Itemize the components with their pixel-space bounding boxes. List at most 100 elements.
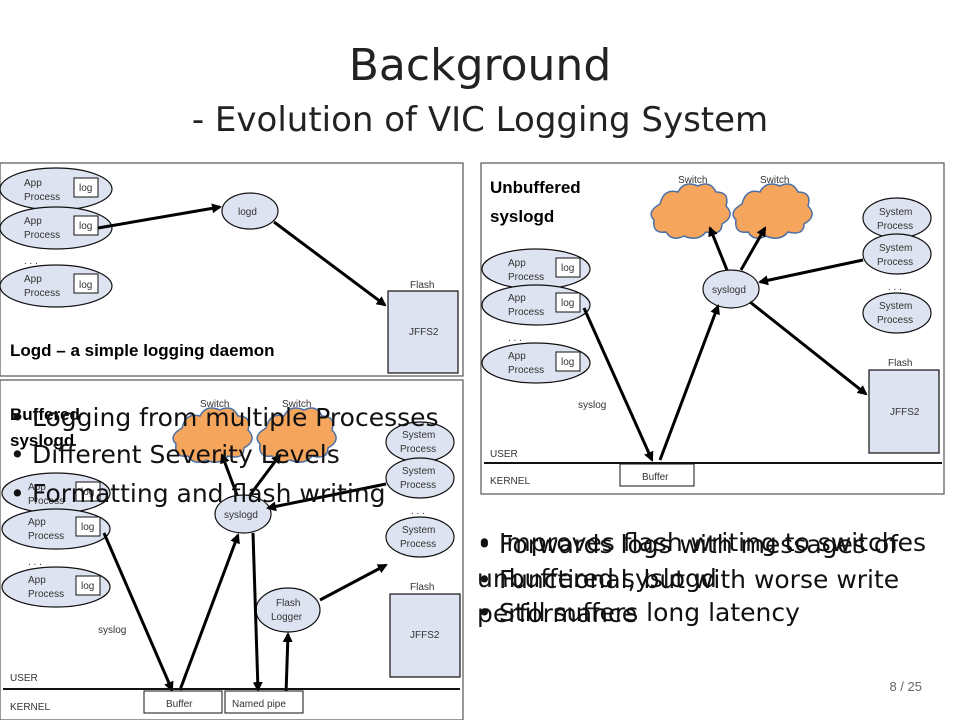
bullet-right-b-1: •Improves flash writing to switches [477,528,926,557]
bullet-right-a-2: •Still suffers long latency [477,598,800,627]
svg-text:log: log [79,183,92,194]
named-pipe-box [224,690,304,714]
svg-text:System: System [402,430,435,441]
svg-text:Switch: Switch [200,399,229,410]
svg-text:Unbuffered: Unbuffered [490,178,581,197]
svg-text:Process: Process [400,444,436,455]
svg-text:Flash: Flash [410,582,434,593]
svg-text:Process: Process [400,539,436,550]
system-process-3: System Process [862,292,932,334]
svg-text:Process: Process [28,531,64,542]
flash-logger-node: Flash Logger [255,587,321,633]
svg-text:. . .: . . . [28,557,42,568]
panel-buffered: Buffered syslogd Switch Switch System Pr… [0,379,464,720]
svg-text:Switch: Switch [282,399,311,410]
switch-cloud-1 [172,407,253,463]
svg-text:Switch: Switch [678,175,707,186]
svg-text:Process: Process [508,307,544,318]
app-process-2: App Process log [0,206,113,250]
app-process-1: App Process log [1,472,111,514]
svg-text:log: log [561,357,574,368]
system-process-1: System Process [385,421,455,463]
bullet-right-a-1: •Forwards logs with messages of unbuffer… [477,530,898,593]
app-process-3: App Process log [1,566,111,608]
svg-text:System: System [879,301,912,312]
page-number: 8 / 25 [889,679,922,694]
system-process-2: System Process [862,233,932,275]
svg-text:. . .: . . . [411,506,425,517]
bullet-right-b-2: •Functional, but with worse write perfor… [477,565,900,628]
svg-text:App: App [24,216,42,227]
panel-unbuffered: Unbuffered syslogd Switch Switch System … [480,162,945,495]
svg-text:App: App [508,293,526,304]
svg-text:Switch: Switch [760,175,789,186]
bullet-left-2: •Different Severity Levels [10,440,340,469]
svg-text:Process: Process [877,315,913,326]
app-process-3: App Process log [481,342,591,384]
svg-text:App: App [28,482,46,493]
svg-text:Buffer: Buffer [166,699,193,710]
svg-text:JFFS2: JFFS2 [409,327,439,338]
bullet-left-3: •Formatting and flash writing [10,479,386,508]
svg-text:log: log [79,221,92,232]
svg-text:System: System [402,525,435,536]
svg-text:Logger: Logger [271,612,303,623]
svg-text:Process: Process [28,589,64,600]
svg-text:KERNEL: KERNEL [10,702,50,713]
svg-text:USER: USER [10,673,38,684]
svg-text:log: log [81,522,94,533]
svg-text:Process: Process [508,365,544,376]
svg-text:Process: Process [877,221,913,232]
dots: . . . [24,256,38,267]
svg-text:. . .: . . . [888,282,902,293]
jffs2-box [868,369,940,454]
svg-text:App: App [508,351,526,362]
svg-text:syslogd: syslogd [10,431,74,450]
syslogd-node: syslogd [702,269,760,309]
slide-title: Background [348,40,612,91]
syslogd-node: syslogd [214,494,272,534]
svg-text:System: System [879,243,912,254]
jffs2-box [389,593,461,678]
svg-text:log: log [561,298,574,309]
svg-text:log: log [79,280,92,291]
logd-node: logd [221,192,279,230]
svg-text:App: App [28,575,46,586]
svg-text:Buffered: Buffered [10,405,80,424]
switch-cloud-2 [256,407,337,463]
svg-text:Process: Process [28,496,64,507]
svg-text:logd: logd [238,207,257,218]
svg-text:log: log [81,487,94,498]
svg-text:Flash: Flash [888,358,912,369]
svg-text:Named pipe: Named pipe [232,699,286,710]
svg-text:syslogd: syslogd [224,510,258,521]
svg-text:Process: Process [24,230,60,241]
svg-text:App: App [24,178,42,189]
slide-subtitle: - Evolution of VIC Logging System [191,100,769,140]
svg-text:Flash: Flash [276,598,300,609]
svg-text:JFFS2: JFFS2 [890,407,920,418]
app-process-3: App Process log [0,264,113,308]
jffs2-box [387,290,459,374]
svg-text:log: log [81,581,94,592]
switch-cloud-2 [732,183,813,239]
svg-text:System: System [879,207,912,218]
panel-logd-caption: Logd – a simple logging daemon [10,341,274,360]
panel-logd: App Process log App Process log . . . Ap… [0,162,464,377]
svg-text:syslogd: syslogd [490,207,554,226]
svg-text:JFFS2: JFFS2 [410,630,440,641]
system-process-1: System Process [862,197,932,239]
svg-text:USER: USER [490,449,518,460]
svg-text:syslog: syslog [578,400,606,411]
svg-text:syslog: syslog [98,625,126,636]
svg-text:App: App [24,274,42,285]
flash-label: Flash [410,280,434,291]
bullet-left-1: •Logging from multiple Processes [10,403,439,432]
system-process-3: System Process [385,516,455,558]
switch-cloud-1 [650,183,731,239]
svg-text:App: App [28,517,46,528]
svg-text:log: log [561,263,574,274]
svg-text:syslogd: syslogd [712,285,746,296]
svg-text:App: App [508,258,526,269]
